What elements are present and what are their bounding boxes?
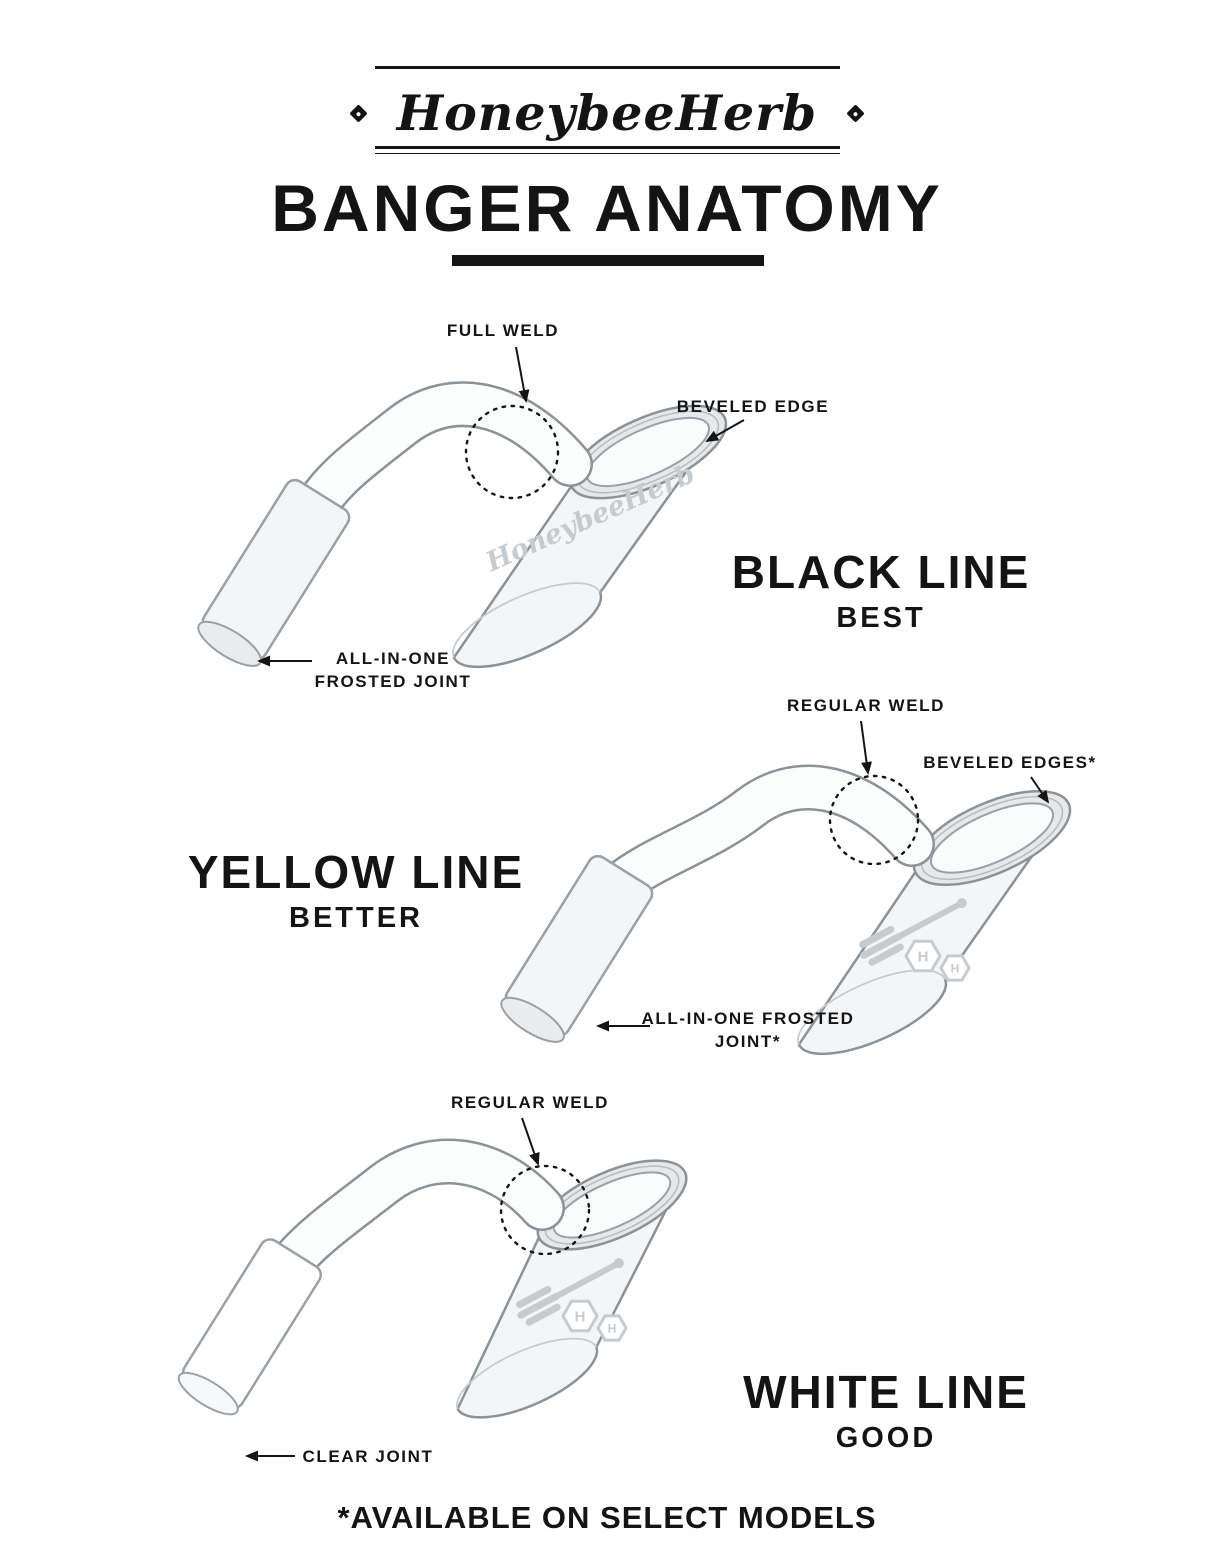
callout-beveled-edges: BEVELED EDGES* [923,753,1097,772]
banger-illustration-black-line: HoneybeeHerb [197,346,745,669]
bucket-rim-inner [552,1171,672,1239]
full-weld-arrow [515,346,530,403]
honey-dipper-logo: H H [859,898,971,982]
brand-logo-text: HoneybeeHerb [396,84,818,142]
title-underline [452,255,764,266]
bucket-rim-inner [585,416,711,488]
svg-text:H: H [608,1322,617,1336]
beveled-edge-ring [920,795,1064,881]
svg-text:H: H [575,1309,586,1326]
header-rule-bottom [375,146,840,154]
regular-weld-arrow [521,1117,540,1166]
regular-weld-dotted-circle [499,1164,591,1256]
product-line-grade-white: GOOD [835,1422,937,1454]
svg-text:H: H [951,962,960,976]
product-line-grade-black: BEST [836,602,926,634]
product-line-name-yellow: YELLOW LINE [187,846,525,898]
product-line-name-black: BLACK LINE [731,546,1031,598]
neck-tube [597,767,933,907]
callout-regular-weld-white: REGULAR WELD [450,1093,610,1112]
product-line-name-white: WHITE LINE [743,1366,1029,1418]
regular-weld-dotted-circle [828,774,920,866]
full-weld-dotted-circle [464,404,560,500]
hexagon-monogram: H [596,1314,628,1342]
brand-lockup: HoneybeeHerb [0,84,1214,142]
beveled-edges-arrow [1030,776,1050,804]
callout-regular-weld-yellow: REGULAR WELD [786,696,946,715]
banger-illustration-yellow-line: H H [500,720,1072,1056]
availability-note: *AVAILABLE ON SELECT MODELS [337,1500,877,1535]
hexagon-monogram: H [561,1299,599,1333]
banger-illustration-white-line: H H [177,1117,688,1462]
page-title: BANGER ANATOMY [271,171,943,245]
product-line-grade-yellow: BETTER [289,902,423,934]
hexagon-monogram: H [939,954,971,982]
neck-tube [293,383,591,531]
clear-joint [177,1238,322,1416]
frosted-joint [500,854,654,1043]
callout-frosted-joint-black: ALL-IN-ONE FROSTED JOINT [314,649,472,691]
callout-full-weld: FULL WELD [446,321,560,340]
rim-ring [544,1165,680,1245]
neck-tube [267,1141,563,1288]
regular-weld-arrow [860,720,872,775]
callout-beveled-edge: BEVELED EDGE [676,397,830,416]
header-rule-top [375,66,840,69]
frosted-joint [197,478,351,667]
svg-text:H: H [918,949,929,966]
bucket-floor-hint [452,582,601,658]
callout-frosted-joint-yellow: ALL-IN-ONE FROSTED JOINT* [641,1009,855,1051]
callout-clear-joint: CLEAR JOINT [302,1447,434,1466]
hexagon-monogram: H [904,939,942,973]
beveled-edge-arrow [705,419,745,442]
honey-dipper-logo: H H [516,1258,628,1342]
bucket-rim-inner [929,802,1055,874]
bucket-floor-hint [456,1337,598,1410]
